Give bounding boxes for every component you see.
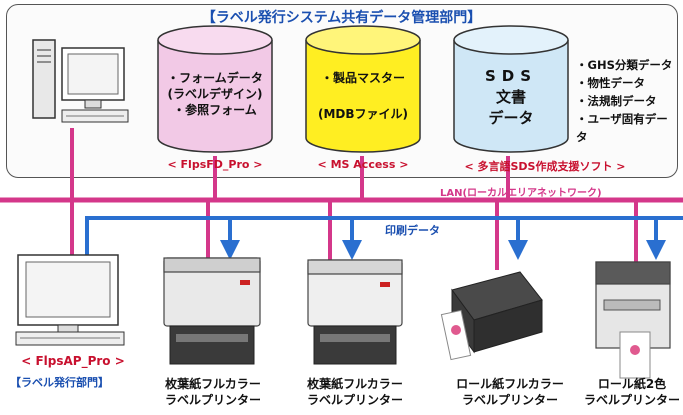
panel-title: 【ラベル発行システム共有データ管理部門】 [201,10,482,26]
db3-line-2: 文書 [495,88,526,106]
database-3-content: SDS 文書 データ [454,66,568,129]
db3-line-3: データ [488,109,534,127]
printer-3-caption: ロール紙フルカラー ラベルプリンター [440,376,580,408]
server-computer-icon [32,39,129,123]
db3-line-1: SDS [484,67,538,85]
sds-data-list: ・GHS分類データ ・物性データ ・法規制データ ・ユーザ固有データ [576,56,676,146]
printer-1-caption: 枚葉紙フルカラー ラベルプリンター [148,376,278,408]
client-department-label: 【ラベル発行部門】 [10,376,109,389]
database-cylinder-3 [453,25,569,153]
sds-item: ・GHS分類データ [576,58,673,72]
printer-3-line-1: ロール紙フルカラー [456,377,564,391]
database-cylinder-1 [157,25,273,153]
db3-software-label: < 多言語SDS作成支援ソフト > [464,160,626,173]
printer-2-line-2: ラベルプリンター [306,393,403,407]
db1-line-2: (ラベルデザイン) [167,87,263,101]
printer-4-line-2: ラベルプリンター [583,393,680,407]
database-2-content: ・製品マスター (MDBファイル) [306,68,420,124]
database-1-content: ・フォームデータ (ラベルデザイン) ・参照フォーム [158,70,272,118]
database-cylinder-2 [305,25,421,153]
db1-line-3: ・参照フォーム [173,103,257,117]
printer-3-icon [440,271,543,361]
db1-line-1: ・フォームデータ [167,71,263,85]
printer-2-icon [307,259,403,365]
db2-line-1: ・製品マスター [320,71,405,85]
printer-2-line-1: 枚葉紙フルカラー [307,377,403,391]
print-data-label: 印刷データ [385,224,440,237]
printer-4-icon [595,261,671,379]
printer-2-caption: 枚葉紙フルカラー ラベルプリンター [290,376,420,408]
lan-label: LAN(ローカルエリアネットワーク) [440,188,602,199]
db2-line-3: (MDBファイル) [317,107,409,121]
sds-item: ・物性データ [576,76,645,90]
db1-software-label: < FlpsFD_Pro > [167,158,263,171]
printer-4-caption: ロール紙2色 ラベルプリンター [582,376,682,408]
sds-item: ・法規制データ [576,94,657,108]
printer-4-line-1: ロール紙2色 [597,377,667,391]
printer-3-line-2: ラベルプリンター [461,393,558,407]
printer-1-line-1: 枚葉紙フルカラー [165,377,261,391]
db2-line-2 [306,88,420,104]
sds-item: ・ユーザ固有データ [576,112,668,144]
printer-1-line-2: ラベルプリンター [164,393,261,407]
client-software-label: < FlpsAP_Pro > [21,354,125,368]
printer-1-icon [163,257,261,365]
db2-software-label: < MS Access > [317,158,409,171]
client-computer-icon [15,254,125,346]
print-data-line [85,216,683,262]
